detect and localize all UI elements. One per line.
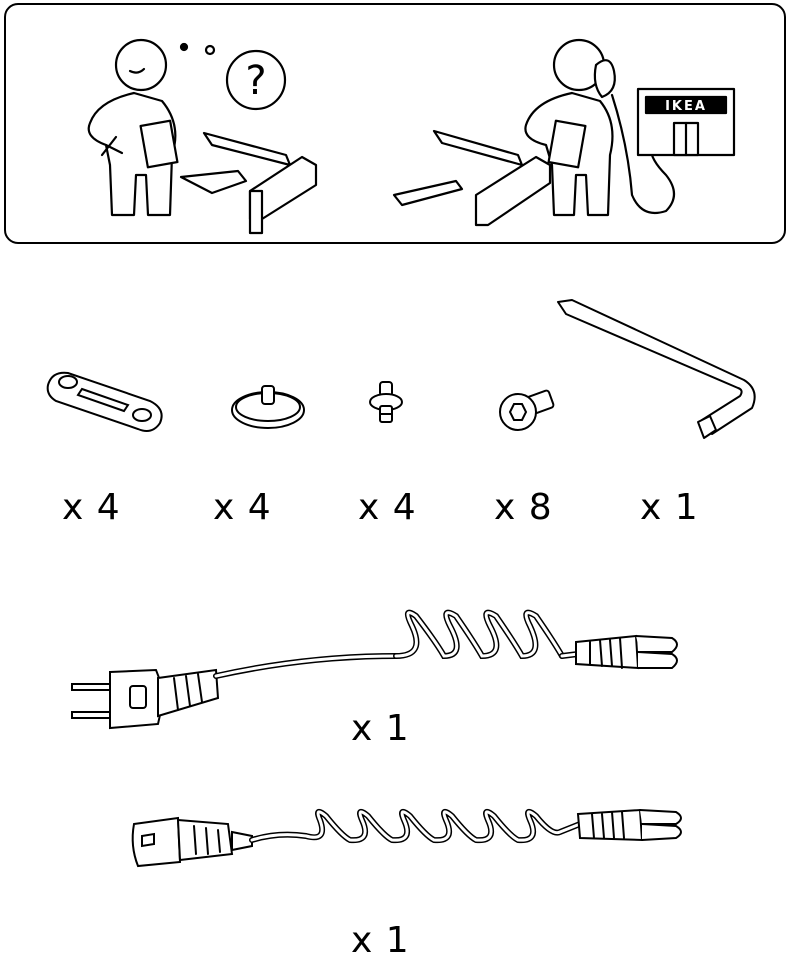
store-sign-text: IKEA <box>665 99 707 114</box>
allen-key-icon <box>548 296 768 450</box>
allen-key-quantity: x 1 <box>640 487 699 528</box>
assembly-help-panel: ? IKEA <box>4 3 786 244</box>
panel-parts-left-icon <box>181 133 316 233</box>
connector-plate-quantity: x 4 <box>62 487 121 528</box>
pin-bolt-quantity: x 4 <box>358 487 417 528</box>
connector-plate-icon <box>42 365 168 437</box>
c13-cable-quantity: x 1 <box>351 920 410 961</box>
glide-disc-icon <box>228 380 310 434</box>
c13-cable-icon <box>128 792 694 874</box>
pin-bolt-icon <box>366 378 408 434</box>
question-mark-icon: ? <box>245 58 266 104</box>
wall-plug-cable-quantity: x 1 <box>351 708 410 749</box>
hex-screw-quantity: x 8 <box>494 487 553 528</box>
glide-disc-quantity: x 4 <box>213 487 272 528</box>
help-illustration: ? IKEA <box>6 5 788 246</box>
panel-parts-right-icon <box>394 131 550 225</box>
